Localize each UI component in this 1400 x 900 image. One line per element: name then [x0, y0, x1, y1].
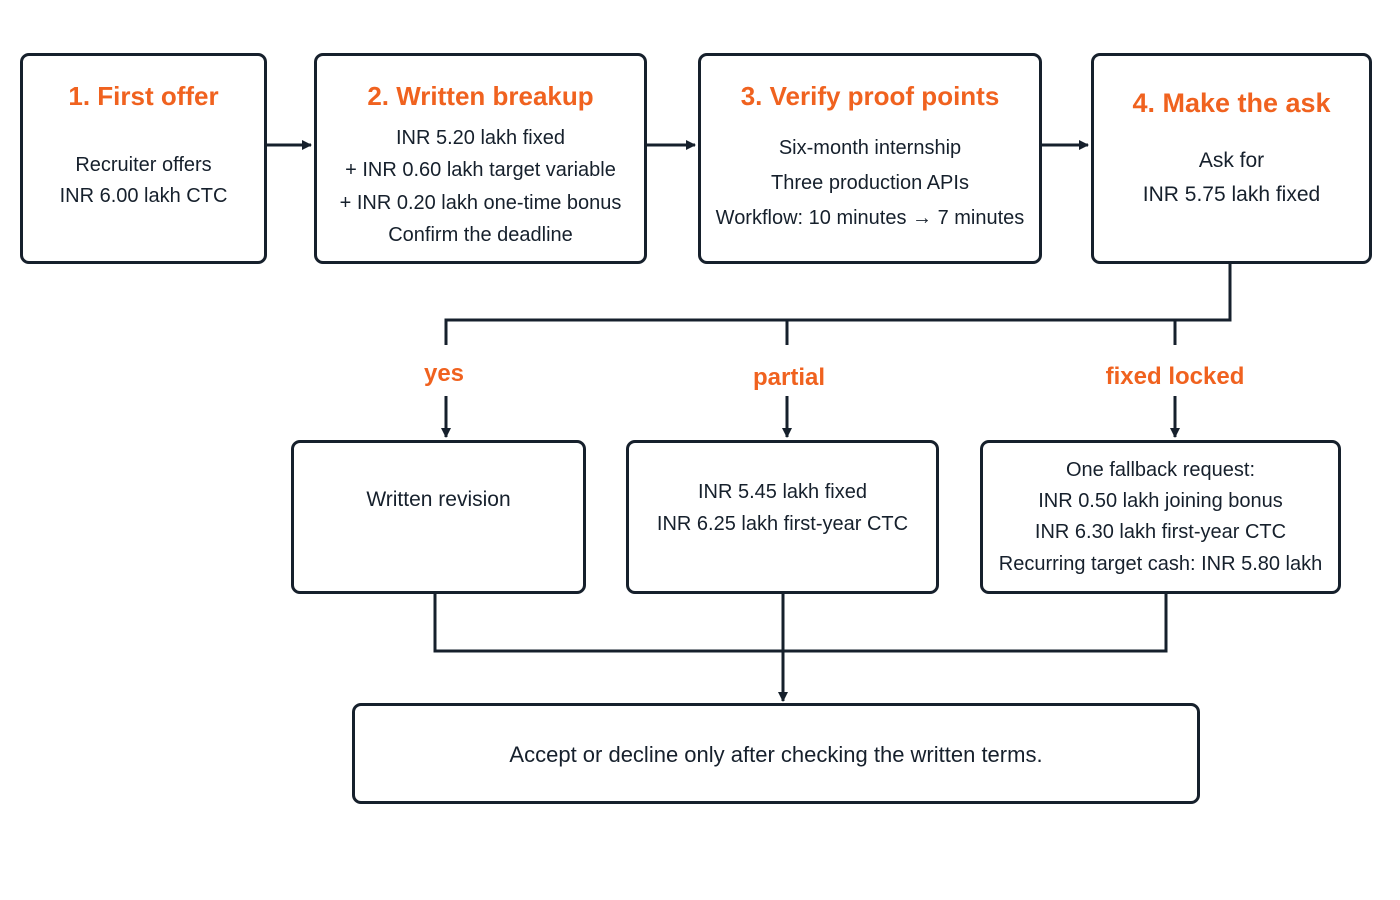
branch-yes-line-1: Written revision	[366, 488, 511, 511]
branch-fixed-locked-line-4: Recurring target cash: INR 5.80 lakh	[998, 553, 1323, 575]
step-3-line-1: Six-month internship	[778, 137, 962, 159]
branch-fixed-locked-line-3: INR 6.30 lakh first-year CTC	[1034, 521, 1287, 543]
branch-partial-line-2: INR 6.25 lakh first-year CTC	[656, 513, 909, 535]
branch-label-yes: yes	[423, 360, 465, 387]
step-4-box: 4. Make the ask Ask for INR 5.75 lakh fi…	[1091, 53, 1372, 264]
step-4-line-1: Ask for	[1198, 149, 1265, 172]
branch-fixed-locked-box: One fallback request: INR 0.50 lakh join…	[980, 440, 1341, 594]
step-4-line-2: INR 5.75 lakh fixed	[1142, 183, 1321, 206]
split-connector	[444, 264, 1232, 345]
step-3-title: 3. Verify proof points	[740, 81, 1000, 111]
final-text: Accept or decline only after checking th…	[509, 742, 1043, 767]
step-1-line-2: INR 6.00 lakh CTC	[59, 185, 228, 207]
final-box: Accept or decline only after checking th…	[352, 703, 1200, 804]
branch-fixed-locked-line-2: INR 0.50 lakh joining bonus	[1038, 490, 1283, 512]
step-2-line-3: + INR 0.20 lakh one-time bonus	[339, 192, 622, 214]
branch-partial-box: INR 5.45 lakh fixed INR 6.25 lakh first-…	[626, 440, 939, 594]
branch-yes-box: Written revision	[291, 440, 586, 594]
step-1-title: 1. First offer	[68, 81, 219, 111]
merge-connector	[433, 594, 1168, 653]
branch-fixed-locked-line-1: One fallback request:	[1066, 459, 1255, 481]
step-2-line-4: Confirm the deadline	[388, 224, 573, 246]
step-4-title: 4. Make the ask	[1132, 88, 1331, 118]
step-1-box: 1. First offer Recruiter offers INR 6.00…	[20, 53, 267, 264]
step-3-box: 3. Verify proof points Six-month interns…	[698, 53, 1042, 264]
step-3-line-3: Workflow: 10 minutes → 7 minutes	[715, 207, 1025, 229]
branch-label-fixed-locked: fixed locked	[1105, 363, 1245, 390]
step-1-line-1: Recruiter offers	[75, 154, 212, 176]
step-3-line-2: Three production APIs	[771, 172, 969, 194]
branch-label-partial: partial	[752, 364, 826, 391]
step-2-title: 2. Written breakup	[367, 81, 594, 111]
branch-partial-line-1: INR 5.45 lakh fixed	[698, 481, 867, 503]
step-2-box: 2. Written breakup INR 5.20 lakh fixed +…	[314, 53, 647, 264]
step-2-line-2: + INR 0.60 lakh target variable	[345, 159, 616, 181]
step-2-line-1: INR 5.20 lakh fixed	[396, 127, 565, 149]
